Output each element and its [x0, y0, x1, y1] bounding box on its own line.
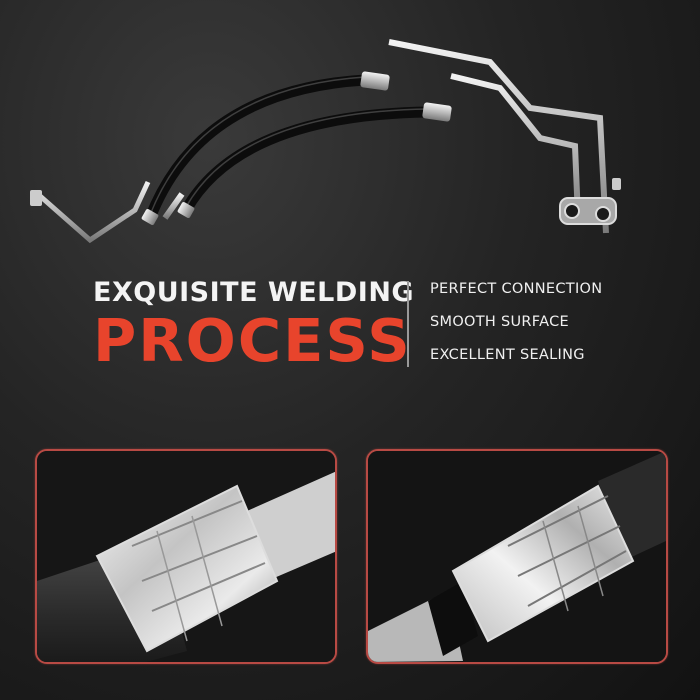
- crimp-fitting-closeup-left-image: [37, 451, 335, 662]
- feature-item: EXCELLENT SEALING: [430, 347, 585, 363]
- detail-panel-left: [35, 449, 337, 664]
- feature-list: PERFECT CONNECTION SMOOTH SURFACE EXCELL…: [430, 279, 602, 378]
- headline-line-1: EXQUISITE WELDING: [93, 277, 415, 308]
- hose-assembly-image: [0, 0, 700, 250]
- crimp-fitting-closeup-right-image: [368, 451, 666, 662]
- headline-line-2: PROCESS: [93, 306, 412, 375]
- feature-item: SMOOTH SURFACE: [430, 314, 569, 330]
- feature-item: PERFECT CONNECTION: [430, 281, 603, 297]
- detail-panel-right: [366, 449, 668, 664]
- vertical-divider: [407, 281, 409, 367]
- headline: EXQUISITE WELDING PROCESS: [93, 278, 414, 372]
